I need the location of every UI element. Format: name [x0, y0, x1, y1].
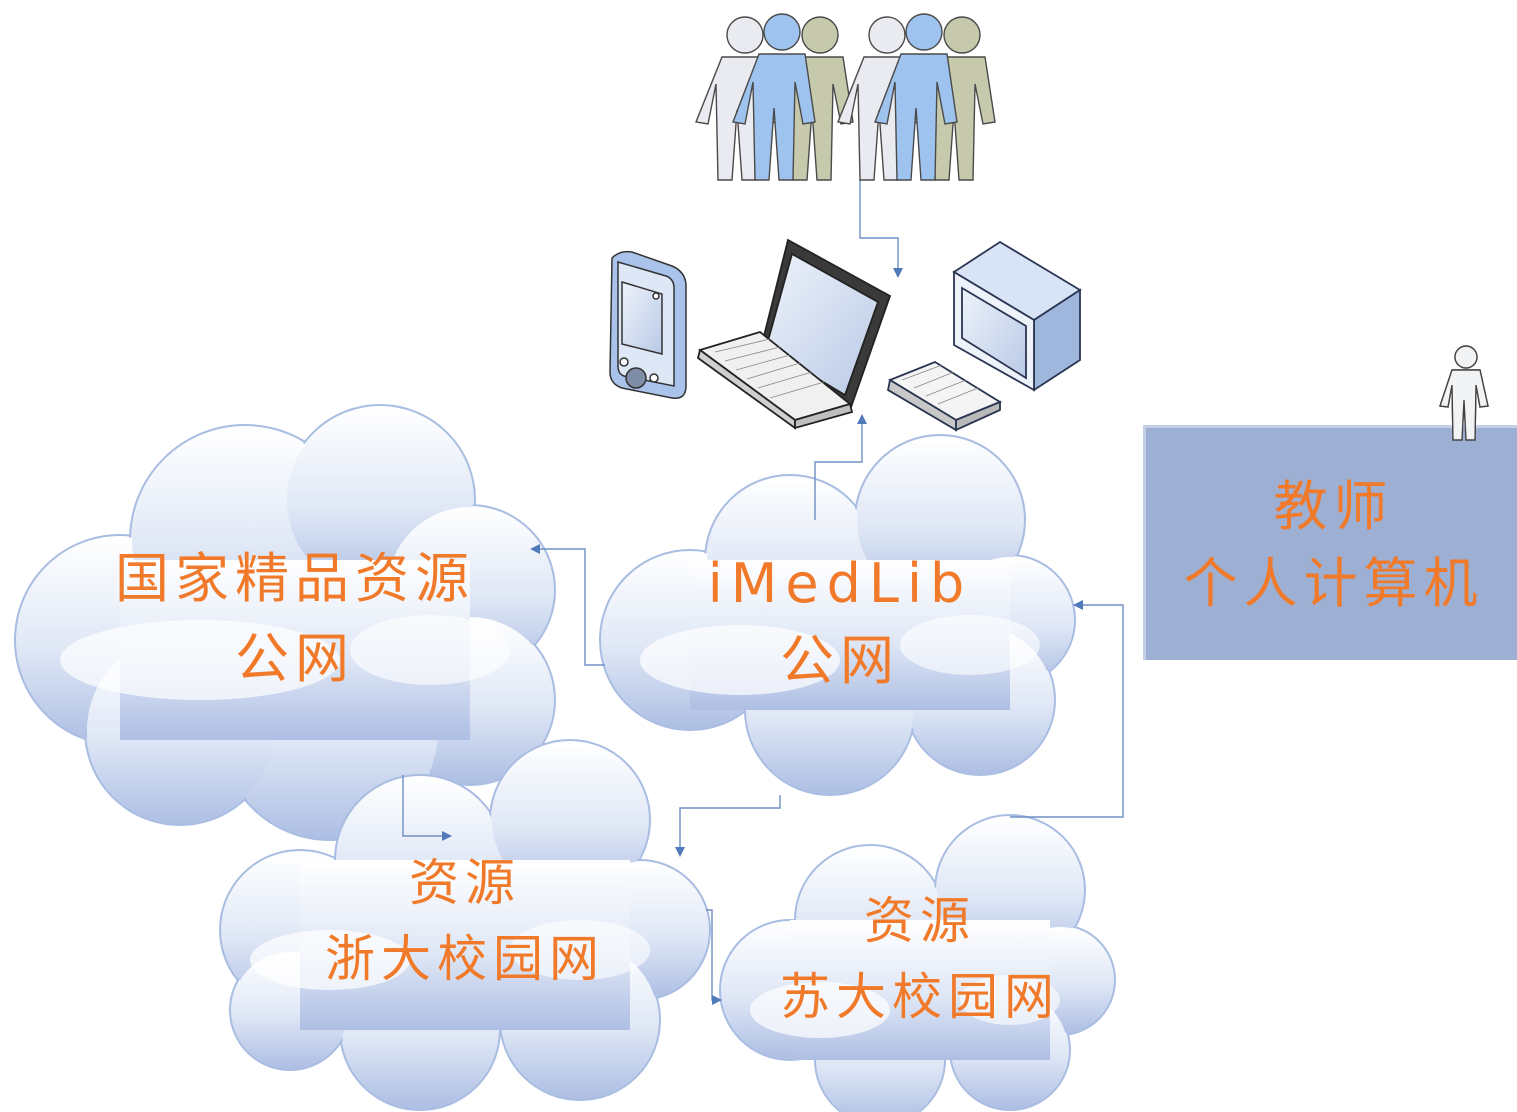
desktop-computer-icon [886, 240, 1082, 432]
cloud-zju-label-2: 浙大校园网 [325, 930, 605, 988]
cloud-national [14, 404, 556, 841]
cloud-zju [219, 739, 711, 1111]
cloud-imedlib-label-1: iMedLib [707, 552, 973, 615]
teacher-label-2: 个人计算机 [1183, 552, 1484, 615]
connector-users-to-devices [859, 180, 903, 278]
connector-imedlib-to-zju [675, 795, 781, 857]
cloud-suzhou-label-2: 苏大校园网 [780, 968, 1060, 1026]
cloud-imedlib [599, 434, 1076, 796]
pda-icon [609, 250, 687, 399]
cloud-suzhou-label-1: 资源 [864, 892, 976, 950]
user-group-icon [695, 13, 996, 181]
teacher-pc-box [1143, 425, 1517, 660]
connector-zju-to-suzhou [706, 909, 722, 1005]
cloud-suzhou [719, 814, 1116, 1112]
cloud-national-label-2: 公网 [235, 627, 355, 690]
connector-imedlib-to-national [530, 544, 605, 666]
connector-suzhou-to-imedlib [1010, 600, 1124, 818]
laptop-icon [696, 238, 892, 430]
connector-imedlib-to-devices [814, 414, 867, 520]
person-icon [1439, 345, 1489, 441]
connectors [402, 180, 1124, 1005]
connector-national-to-zju [402, 775, 452, 841]
cloud-national-label-1: 国家精品资源 [115, 547, 475, 610]
teacher-label-1: 教师 [1273, 475, 1394, 538]
cloud-imedlib-label-2: 公网 [780, 629, 900, 692]
cloud-zju-label-1: 资源 [409, 854, 521, 912]
